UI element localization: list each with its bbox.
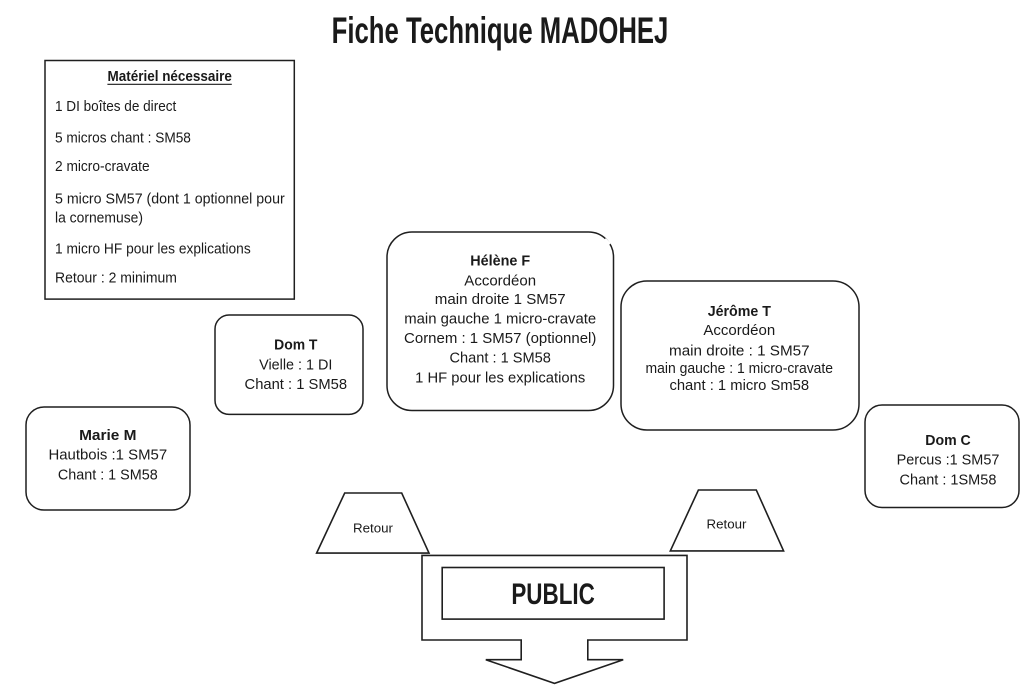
svg-text:1 DI boîtes de direct: 1 DI boîtes de direct [55,98,177,115]
svg-text:Retour: Retour [707,517,748,532]
svg-text:Accordéon: Accordéon [703,322,775,339]
svg-text:2 micro-cravate: 2 micro-cravate [55,158,150,175]
svg-text:la cornemuse): la cornemuse) [55,210,143,227]
svg-text:5 micros chant : SM58: 5 micros chant : SM58 [55,129,191,146]
svg-text:1 HF pour les explications: 1 HF pour les explications [415,369,585,386]
svg-text:Dom T: Dom T [274,337,317,354]
svg-text:main droite 1 SM57: main droite 1 SM57 [435,291,566,308]
svg-text:Chant : 1 SM58: Chant : 1 SM58 [58,467,158,484]
svg-text:5 micro SM57 (dont 1 optionnel: 5 micro SM57 (dont 1 optionnel pour [55,191,285,208]
svg-text:Chant : 1SM58: Chant : 1SM58 [900,471,997,488]
svg-text:Vielle : 1 DI: Vielle : 1 DI [259,356,332,373]
svg-text:Retour : 2 minimum: Retour : 2 minimum [55,269,177,286]
svg-text:Accordéon: Accordéon [464,272,536,289]
svg-text:1 micro HF pour les explicatio: 1 micro HF pour les explications [55,240,251,257]
svg-text:chant : 1 micro Sm58: chant : 1 micro Sm58 [669,377,809,394]
svg-text:Retour: Retour [353,521,394,536]
svg-text:Percus :1 SM57: Percus :1 SM57 [897,452,1000,469]
svg-text:Chant : 1 SM58: Chant : 1 SM58 [245,376,348,393]
svg-text:Cornem : 1 SM57 (optionnel): Cornem : 1 SM57 (optionnel) [404,330,596,347]
svg-text:main droite : 1 SM57: main droite : 1 SM57 [669,342,810,359]
svg-text:Matériel nécessaire: Matériel nécessaire [108,68,232,85]
svg-text:Fiche Technique MADOHEJ: Fiche Technique MADOHEJ [332,9,669,51]
svg-text:main gauche : 1 micro-cravate: main gauche : 1 micro-cravate [646,361,834,377]
svg-text:PUBLIC: PUBLIC [511,578,595,611]
svg-text:main gauche 1 micro-cravate: main gauche 1 micro-cravate [404,311,596,328]
svg-text:Hautbois :1 SM57: Hautbois :1 SM57 [48,447,167,464]
svg-text:Jérôme T: Jérôme T [708,303,771,320]
svg-text:Chant : 1 SM58: Chant : 1 SM58 [450,350,551,367]
svg-text:Dom C: Dom C [925,432,971,449]
svg-text:Marie M: Marie M [79,427,136,444]
svg-text:Hélène F: Hélène F [470,253,530,270]
